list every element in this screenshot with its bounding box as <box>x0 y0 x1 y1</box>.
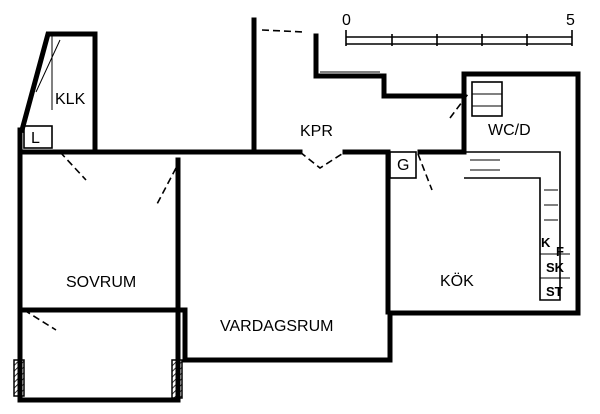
kitchen-unit-st: ST <box>546 284 563 299</box>
fixtures <box>464 81 570 301</box>
room-label-g: G <box>397 157 409 174</box>
room-label-sovrum: SOVRUM <box>66 274 136 291</box>
room-label-klk: KLK <box>55 91 86 108</box>
room-label-kpr: KPR <box>300 123 333 140</box>
kitchen-unit-sk: SK <box>546 260 565 275</box>
room-label-kok: KÖK <box>440 272 474 290</box>
walls <box>13 17 581 403</box>
room-label-klk-l: L <box>31 130 40 147</box>
scale-bar: 0 5 <box>342 12 575 46</box>
scale-end-label: 5 <box>566 12 575 29</box>
kitchen-unit-f: F <box>556 244 564 259</box>
kitchen-unit-k: K <box>541 235 551 250</box>
doors <box>23 29 469 331</box>
scale-start-label: 0 <box>342 12 351 29</box>
room-label-wc-d: WC/D <box>488 122 531 139</box>
room-label-vardagsrum: VARDAGSRUM <box>220 318 334 335</box>
